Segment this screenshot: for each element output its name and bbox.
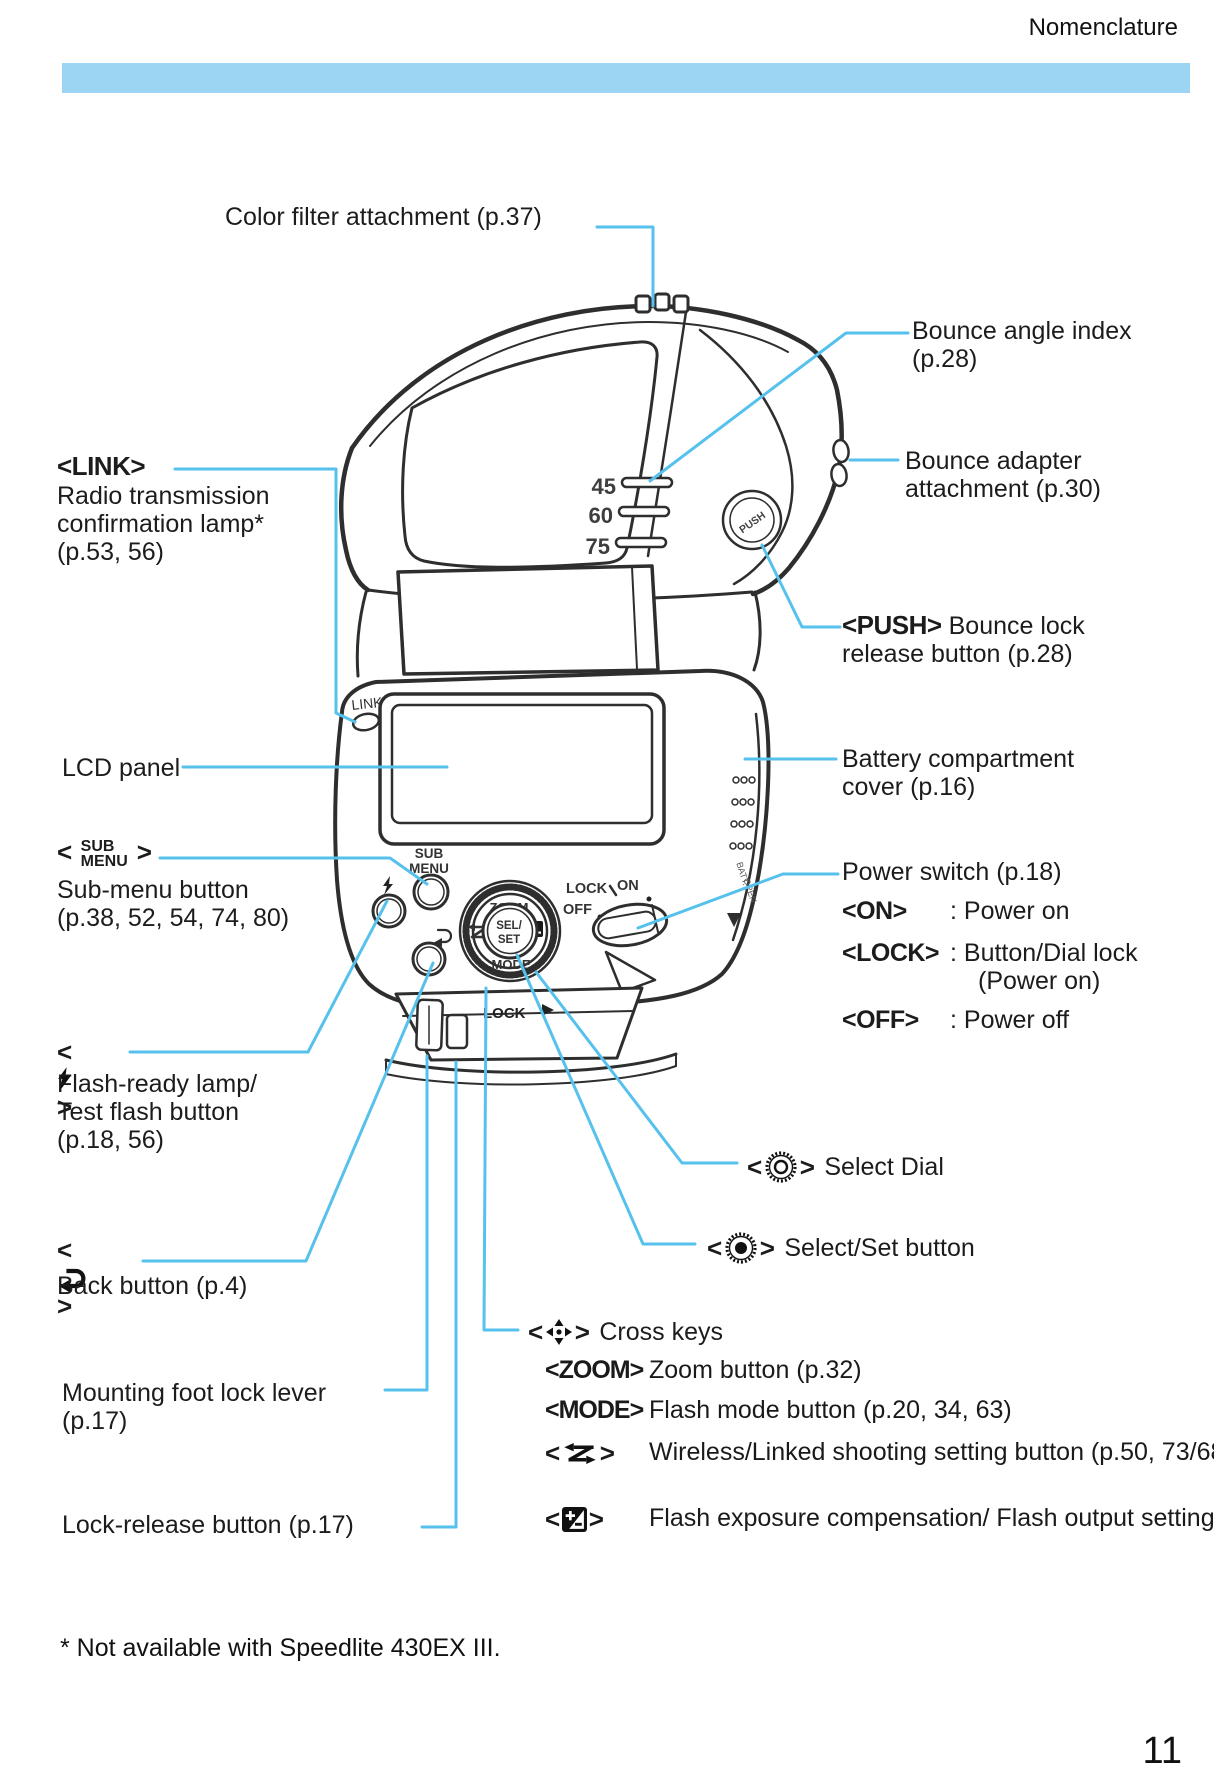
label-cross-keys: < > Cross keys [528,1317,724,1347]
svg-text:LINK: LINK [351,694,384,713]
label-lock-release: Lock-release button (p.17) [62,1511,354,1539]
svg-text:LOCK: LOCK [566,881,608,897]
label-select-set: < > Select/Set button [707,1231,975,1265]
callout-cross-keys [482,986,520,1332]
callout-select-dial [534,970,739,1165]
flash-exposure-comp-icon [561,1507,587,1532]
svg-text:SEL/: SEL/ [496,920,522,932]
bounce-adapter-nubs [830,438,850,488]
callout-back [141,961,435,1263]
label-back: < > Back button (p.4) [57,1235,248,1321]
svg-text:LOCK: LOCK [483,1005,526,1022]
label-link: <LINK> Radio transmission confirmation l… [57,451,270,566]
label-mode-row: <MODE> Flash mode button (p.20, 34, 63) [545,1396,1012,1424]
accent-bar [62,63,1190,93]
label-battery: Battery compartment cover (p.16) [842,745,1075,801]
svg-text:60: 60 [589,503,613,528]
back-arrow-icon [57,1265,247,1292]
callout-lines [128,225,910,1529]
label-push: <PUSH>Bounce lock release button (p.28) [842,610,1085,668]
label-select-dial: < > Select Dial [747,1150,944,1184]
callout-power [636,872,840,930]
callout-lock-release [420,1060,458,1529]
wide-panel [396,564,660,676]
lcd-panel [378,692,666,846]
footnote: * Not available with Speedlite 430EX III… [60,1634,501,1662]
callout-select-set [515,953,697,1246]
label-bounce-angle: Bounce angle index (p.28) [912,317,1132,373]
svg-text:SET: SET [498,934,520,946]
svg-text:45: 45 [592,474,616,499]
label-flash-ready: < > Flash-ready lamp/ Test flash button … [57,1037,258,1154]
svg-text:SUB: SUB [415,846,444,861]
back-button [411,928,453,977]
submenu-tag: < SUB MENU > [57,837,152,871]
push-tag: <PUSH> [842,610,942,640]
svg-text:75: 75 [586,534,610,559]
select-dial: ZOOM MODE SEL/ SET [458,879,562,983]
label-lcd: LCD panel [62,754,181,782]
power-switch: LOCK ON OFF [563,878,669,994]
callout-link [173,467,357,724]
color-filter-notches [634,292,690,314]
label-mounting-foot: Mounting foot lock lever (p.17) [62,1379,327,1435]
callout-bounce-angle [648,331,910,483]
test-flash-button [371,876,407,929]
label-submenu: < SUB MENU > Sub-menu button (p.38, 52, … [57,837,290,932]
select-set-icon [724,1231,758,1265]
page-header-nomenclature: Nomenclature [1028,14,1178,41]
callout-color-filter [595,225,655,308]
callout-push [760,543,842,629]
label-color-filter: Color filter attachment (p.37) [225,203,542,231]
cross-keys-icon [545,1318,573,1346]
callout-submenu [158,856,429,886]
flash-bolt-icon [57,1067,257,1093]
callout-mounting-foot [383,1054,429,1392]
label-zoom-row: <ZOOM> Zoom button (p.32) [545,1356,862,1384]
svg-text:OFF: OFF [563,902,592,918]
sub-menu-button: SUB MENU [409,846,450,911]
bounce-angle-scale: 45 60 75 [586,474,616,559]
select-dial-icon [764,1150,798,1184]
foot-lock-release [445,1013,469,1050]
svg-text:ON: ON [617,878,639,894]
callout-test-flash [128,899,389,1054]
page-number: 11 [1142,1730,1182,1772]
label-wireless-row: < > Wireless/Linked shooting setting but… [545,1438,1214,1468]
push-button: PUSH [721,489,783,551]
label-bounce-adapter: Bounce adapter attachment (p.30) [905,447,1101,503]
flash-body: BATT. OPEN LINK SUB MENU [333,668,771,1011]
bounce-angle-ticks [614,476,674,549]
flash-head: 45 60 75 PUSH [338,292,850,678]
head-back-face [401,340,659,569]
wireless-icon [562,1442,598,1465]
link-tag: <LINK> [57,451,146,481]
svg-text:MENU: MENU [409,861,449,876]
label-fec-row: < > Flash exposure compensation/ Flash o… [545,1504,1214,1534]
foot-lock-lever [415,998,444,1052]
mounting-foot: LOCK [384,986,678,1086]
